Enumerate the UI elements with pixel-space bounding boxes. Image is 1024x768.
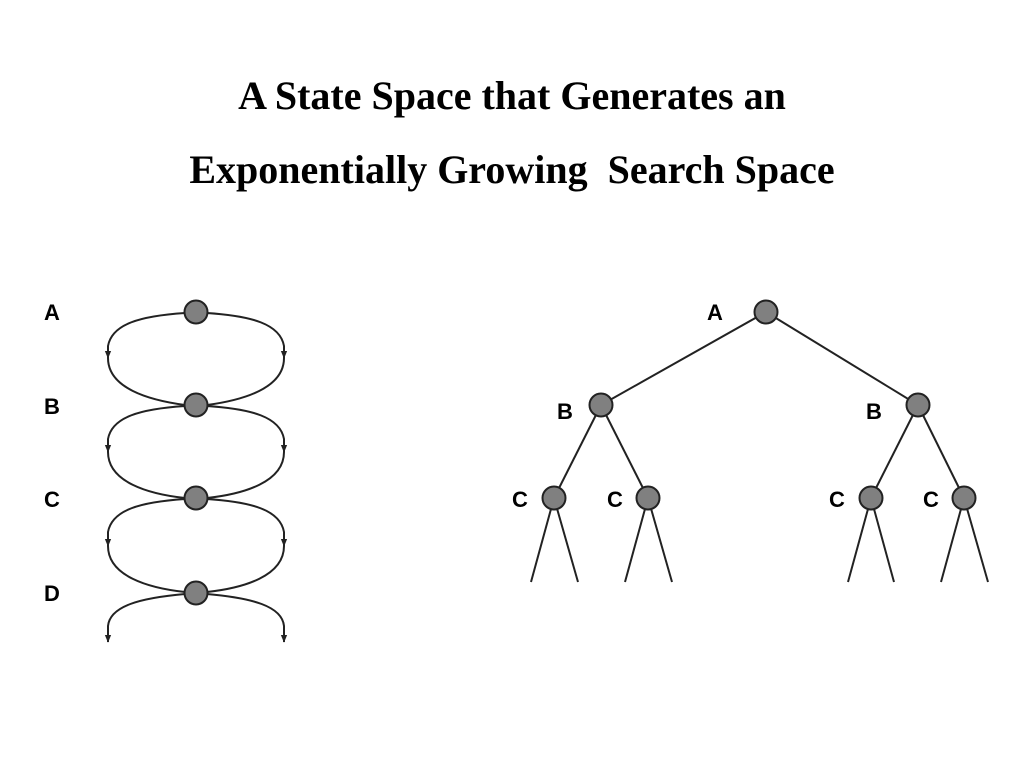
- edge-c-in-right: [206, 451, 285, 499]
- edge-d-in-right: [206, 545, 285, 593]
- tree-edge-b2-c4: [917, 404, 965, 499]
- tree-stub: [553, 497, 579, 583]
- edge-d-left: [104, 593, 186, 643]
- state-node-b: [183, 392, 209, 418]
- tree-stub: [530, 497, 555, 583]
- tree-stub: [870, 497, 895, 583]
- edge-b-in-right: [206, 357, 285, 406]
- tree-edge-a-b2: [765, 311, 919, 406]
- edge-d-right: [206, 593, 288, 643]
- state-node-d: [183, 580, 209, 606]
- tree-stub: [940, 497, 965, 583]
- state-space-graph: A B C D: [44, 299, 288, 643]
- tree-stub: [963, 497, 989, 583]
- tree-stub: [624, 497, 649, 583]
- title-line-1: A State Space that Generates an: [238, 73, 786, 118]
- edge-c-right: [206, 498, 288, 547]
- tree-node-b2: [905, 392, 931, 418]
- edge-b-left: [104, 405, 186, 453]
- edge-d-in-left: [107, 545, 186, 593]
- state-node-c: [183, 485, 209, 511]
- tree-label-b1: B: [557, 399, 573, 424]
- edge-a-right: [206, 312, 288, 359]
- tree-node-c2: [635, 485, 661, 511]
- search-tree: A B B C C C C: [512, 299, 989, 583]
- tree-label-c2: C: [607, 487, 623, 512]
- tree-label-c4: C: [923, 487, 939, 512]
- edge-c-left: [104, 498, 186, 547]
- tree-node-a: [753, 299, 779, 325]
- tree-label-c1: C: [512, 487, 528, 512]
- title-line-2: Exponentially Growing Search Space: [189, 147, 835, 192]
- edge-c-in-left: [107, 451, 186, 499]
- tree-edge-b1-c1: [553, 404, 602, 499]
- tree-stub: [647, 497, 673, 583]
- tree-node-b1: [588, 392, 614, 418]
- edge-a-left: [104, 312, 186, 359]
- tree-label-b2: B: [866, 399, 882, 424]
- edge-b-right: [206, 405, 288, 453]
- state-label-c: C: [44, 487, 60, 512]
- tree-node-c3: [858, 485, 884, 511]
- state-label-a: A: [44, 300, 60, 325]
- tree-node-c4: [951, 485, 977, 511]
- tree-edge-a-b1: [600, 311, 767, 406]
- tree-edge-b2-c3: [870, 404, 919, 499]
- state-node-a: [183, 299, 209, 325]
- tree-label-c3: C: [829, 487, 845, 512]
- edge-b-in-left: [107, 357, 186, 406]
- tree-edge-b1-c2: [600, 404, 649, 499]
- tree-label-a: A: [707, 300, 723, 325]
- state-label-b: B: [44, 394, 60, 419]
- state-label-d: D: [44, 581, 60, 606]
- tree-stub: [847, 497, 872, 583]
- tree-node-c1: [541, 485, 567, 511]
